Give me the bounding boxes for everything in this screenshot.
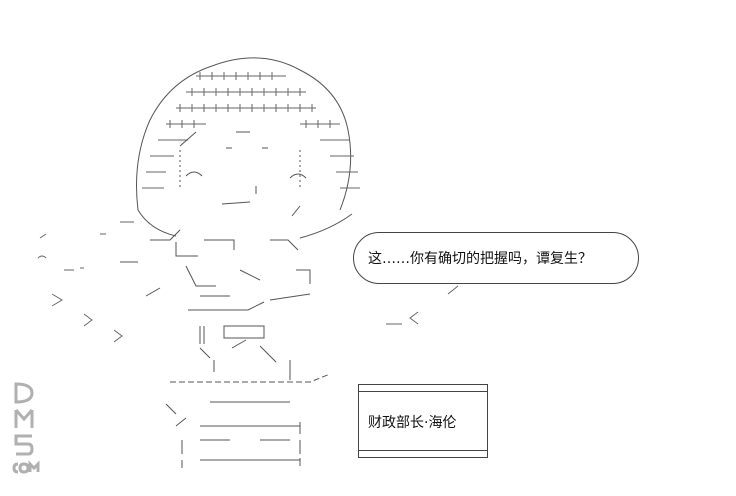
motion-marks (37, 221, 459, 343)
hair-texture (142, 72, 360, 189)
watermark-logo-icon (12, 382, 40, 474)
speaker-caption-box (358, 384, 488, 458)
speaker-caption: 财政部长·海伦 (368, 415, 457, 431)
speech-text: 这……你有确切的把握吗，谭复生？ (368, 251, 592, 267)
head-strokes (136, 57, 353, 239)
face-features (179, 131, 307, 217)
body-strokes (120, 229, 331, 468)
watermark-logo (10, 380, 44, 480)
speech-bubble (353, 232, 639, 284)
